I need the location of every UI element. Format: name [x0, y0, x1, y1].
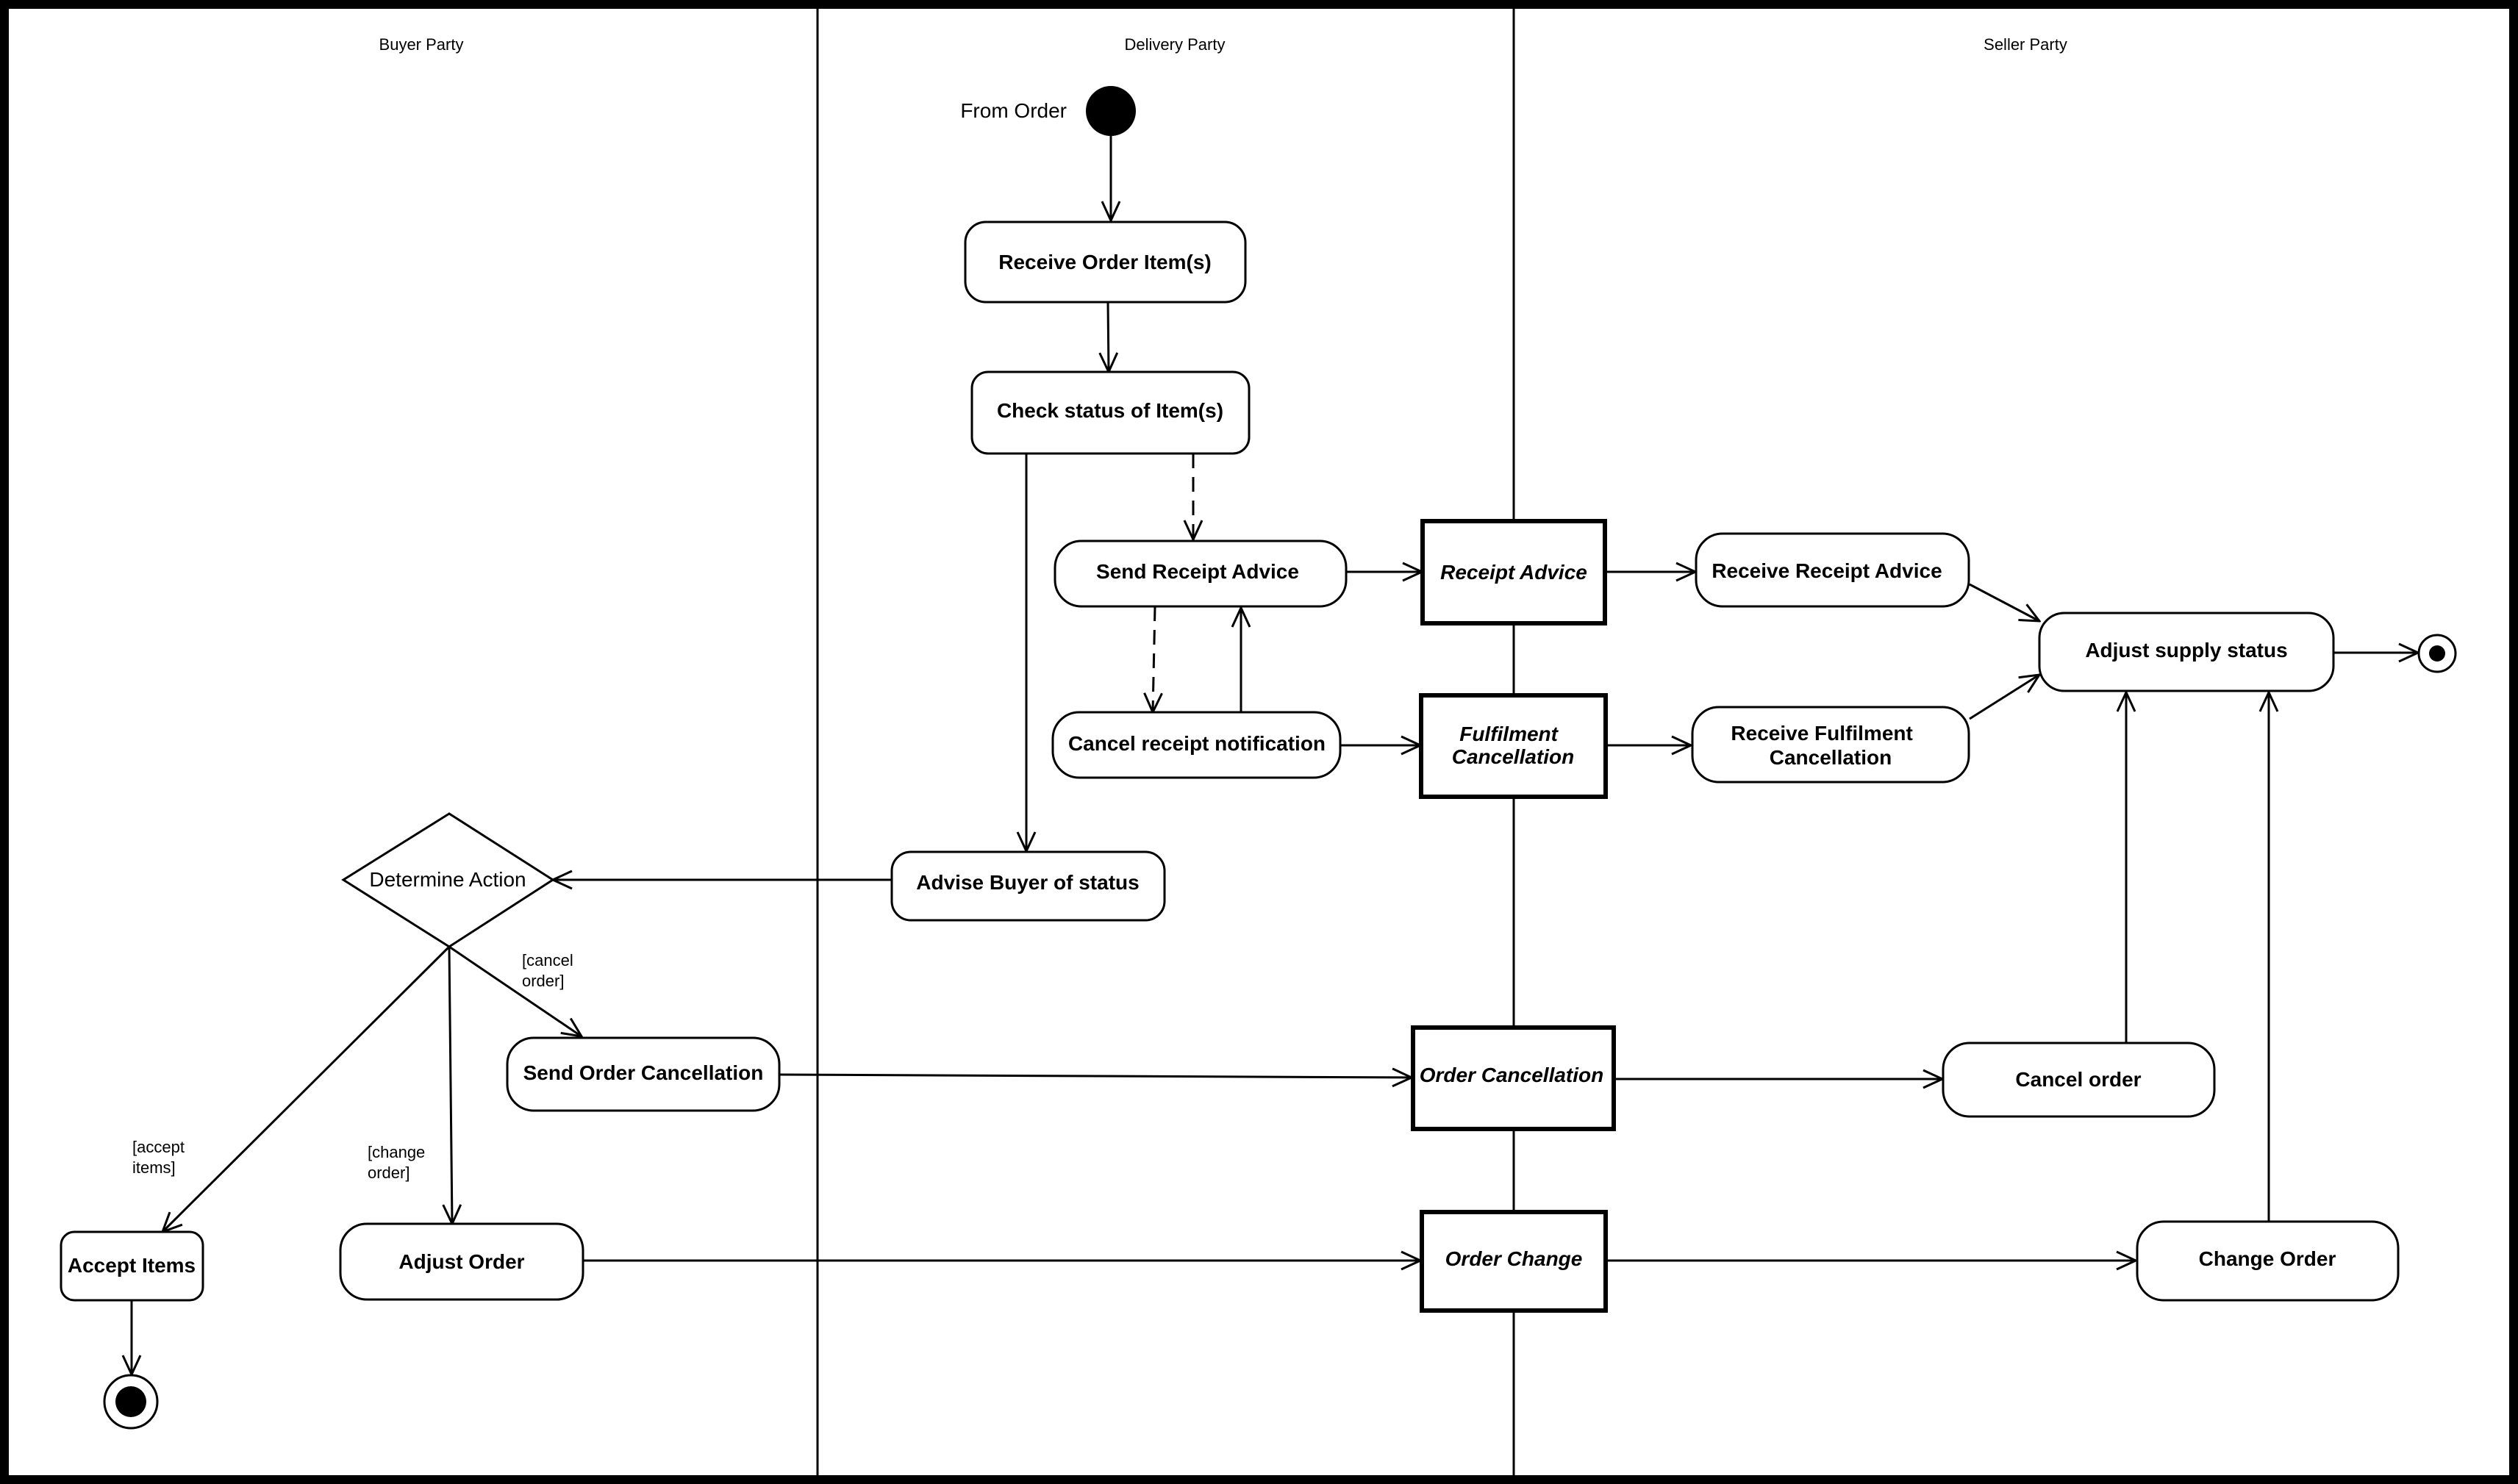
guard-cancel-order-line-2: order] — [522, 972, 564, 990]
guard-accept-items: [accept items] — [132, 1138, 189, 1177]
final-node-seller — [2417, 634, 2457, 673]
activity-receive-order-items: Receive Order Item(s) — [964, 221, 1247, 304]
activity-receive-receipt-advice: Receive Receipt Advice — [1695, 532, 1970, 608]
object-fulfilment-cancellation-line-2: Cancellation — [1452, 745, 1574, 768]
activity-receive-fulfilment-cancellation-line-1: Receive Fulfilment — [1731, 722, 1912, 745]
activity-cancel-order-label: Cancel order — [2015, 1068, 2141, 1091]
activity-receive-fulfilment-cancellation-label: Receive Fulfilment Cancellation — [1731, 722, 1918, 769]
flow-send-receipt-to-cancel-notification — [1153, 606, 1155, 712]
start-label: From Order — [960, 99, 1067, 122]
guard-change-order-line-2: order] — [368, 1164, 409, 1182]
object-fulfilment-cancellation: Fulfilment Cancellation — [1419, 693, 1608, 799]
guard-cancel-order: [cancel order] — [522, 951, 578, 990]
activity-send-receipt-advice-label: Send Receipt Advice — [1096, 560, 1299, 583]
lane-title-seller: Seller Party — [1984, 35, 2067, 54]
activity-accept-items-label: Accept Items — [68, 1254, 196, 1277]
flow-send-order-cancellation-to-order-cancellation — [779, 1075, 1412, 1078]
object-order-cancellation: Order Cancellation — [1411, 1025, 1616, 1131]
lane-title-buyer: Buyer Party — [379, 35, 464, 54]
activity-send-receipt-advice: Send Receipt Advice — [1054, 540, 1348, 608]
activity-receive-order-items-label: Receive Order Item(s) — [998, 251, 1211, 273]
object-receipt-advice-label: Receipt Advice — [1440, 561, 1587, 584]
object-fulfilment-cancellation-line-1: Fulfilment — [1459, 723, 1559, 745]
activity-send-order-cancellation: Send Order Cancellation — [506, 1036, 781, 1112]
activity-change-order-label: Change Order — [2199, 1247, 2336, 1270]
activity-receive-receipt-advice-label: Receive Receipt Advice — [1712, 559, 1942, 582]
object-order-cancellation-label: Order Cancellation — [1420, 1064, 1604, 1086]
object-receipt-advice: Receipt Advice — [1420, 519, 1607, 625]
guard-change-order: [change order] — [368, 1143, 429, 1182]
activity-advise-buyer-label: Advise Buyer of status — [916, 871, 1139, 894]
flow-receive-receipt-to-adjust-supply — [1969, 583, 2039, 621]
activity-adjust-supply-status-label: Adjust supply status — [2085, 639, 2287, 662]
activity-send-order-cancellation-label: Send Order Cancellation — [523, 1061, 764, 1084]
activity-accept-items: Accept Items — [60, 1230, 204, 1302]
activity-cancel-receipt-notification: Cancel receipt notification — [1051, 711, 1342, 779]
activity-change-order: Change Order — [2136, 1220, 2400, 1302]
object-fulfilment-cancellation-label: Fulfilment Cancellation — [1452, 723, 1574, 768]
lane-title-delivery: Delivery Party — [1125, 35, 1226, 54]
object-order-change-label: Order Change — [1445, 1247, 1583, 1270]
activity-adjust-supply-status: Adjust supply status — [2038, 612, 2335, 692]
activity-check-status-label: Check status of Item(s) — [997, 399, 1223, 422]
guard-cancel-order-line-1: [cancel — [522, 951, 573, 969]
flow-decision-to-adjust-order — [449, 946, 452, 1224]
activity-cancel-receipt-notification-label: Cancel receipt notification — [1068, 732, 1326, 755]
activity-receive-fulfilment-cancellation-line-2: Cancellation — [1770, 746, 1892, 769]
decision-determine-action-label: Determine Action — [369, 868, 526, 891]
activity-adjust-order-label: Adjust Order — [398, 1250, 524, 1273]
guard-change-order-line-1: [change — [368, 1143, 425, 1161]
flow-receive-to-check — [1108, 301, 1109, 372]
initial-node — [1086, 86, 1136, 136]
activity-receive-fulfilment-cancellation: Receive Fulfilment Cancellation — [1691, 706, 1970, 784]
flow-decision-to-send-order-cancellation — [448, 945, 582, 1036]
decision-determine-action: Determine Action — [341, 812, 555, 948]
activity-advise-buyer: Advise Buyer of status — [890, 850, 1166, 922]
guard-accept-items-line-2: items] — [132, 1158, 176, 1177]
final-node-buyer — [103, 1374, 159, 1430]
flow-receive-fulfilment-to-adjust-supply — [1969, 675, 2039, 720]
activity-cancel-order: Cancel order — [1942, 1042, 2216, 1118]
guard-accept-items-line-1: [accept — [132, 1138, 185, 1156]
flow-decision-to-accept-items — [162, 945, 451, 1232]
object-order-change: Order Change — [1420, 1210, 1608, 1313]
activity-check-status: Check status of Item(s) — [970, 370, 1251, 455]
activity-adjust-order: Adjust Order — [339, 1222, 584, 1301]
